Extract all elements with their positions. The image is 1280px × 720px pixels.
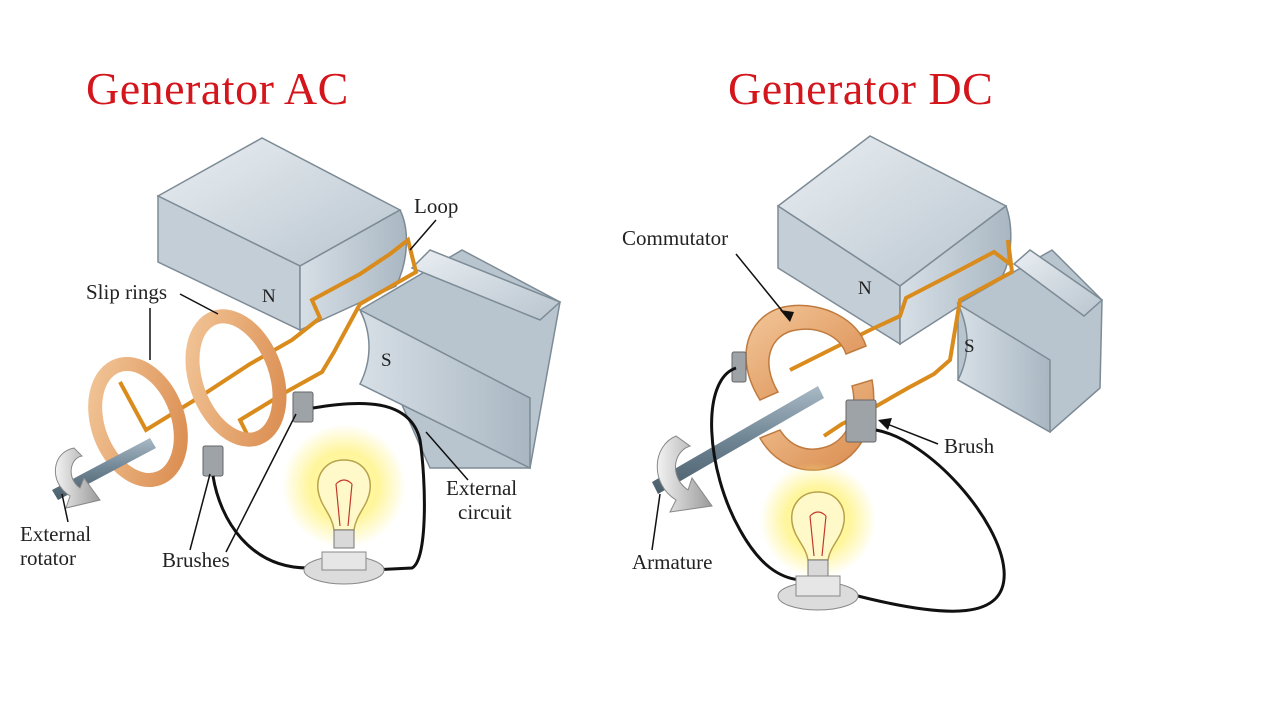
ac-shaft (52, 438, 156, 500)
ac-label-brushes: Brushes (162, 548, 230, 572)
dc-label-brush: Brush (944, 434, 995, 458)
title-generator-ac: Generator AC (86, 63, 349, 114)
ac-external-circuit-wire (211, 401, 426, 572)
ac-slip-ring-left (88, 356, 188, 488)
dc-south-magnet (956, 249, 1104, 434)
dc-label-armature: Armature (632, 550, 713, 574)
ac-label-south-pole: S (381, 350, 392, 371)
dc-commutator (745, 304, 875, 471)
ac-north-magnet (156, 137, 408, 332)
ac-slip-ring-right (185, 309, 287, 447)
ac-rotation-arrow-icon (54, 447, 101, 509)
ac-label-north-pole: N (262, 286, 276, 307)
dc-external-circuit-wire (710, 366, 1006, 613)
dc-brush-right (845, 399, 877, 443)
dc-label-commutator: Commutator (622, 226, 729, 250)
ac-label-external-rotator-1: External (20, 522, 92, 546)
ac-label-slip-rings: Slip rings (86, 280, 168, 304)
dc-loop-wire (789, 239, 1015, 438)
dc-generator (651, 135, 1104, 613)
ac-loop-wire (118, 236, 419, 445)
ac-leader-lines (61, 219, 469, 553)
dc-commutator-arrowhead-icon (780, 310, 794, 322)
dc-light-bulb-icon (760, 462, 876, 611)
title-generator-dc: Generator DC (728, 63, 994, 114)
dc-north-magnet (776, 135, 1012, 346)
dc-label-north-pole: N (858, 278, 872, 299)
ac-label-external-circuit-1: External (446, 476, 518, 500)
dc-leader-lines (651, 253, 939, 551)
ac-brush-right (292, 391, 314, 423)
ac-label-external-rotator-2: rotator (20, 546, 76, 570)
ac-south-magnet (358, 249, 562, 470)
dc-rotation-arrow-icon (656, 435, 713, 513)
dc-brush-left (731, 351, 747, 383)
ac-light-bulb-icon (282, 424, 406, 585)
dc-brush-arrowhead-icon (878, 418, 892, 430)
ac-brush-left (202, 445, 224, 477)
dc-shaft (652, 386, 824, 494)
ac-label-loop: Loop (414, 194, 459, 218)
dc-label-south-pole: S (964, 336, 975, 357)
ac-generator (52, 137, 562, 585)
ac-label-external-circuit-2: circuit (458, 500, 512, 524)
